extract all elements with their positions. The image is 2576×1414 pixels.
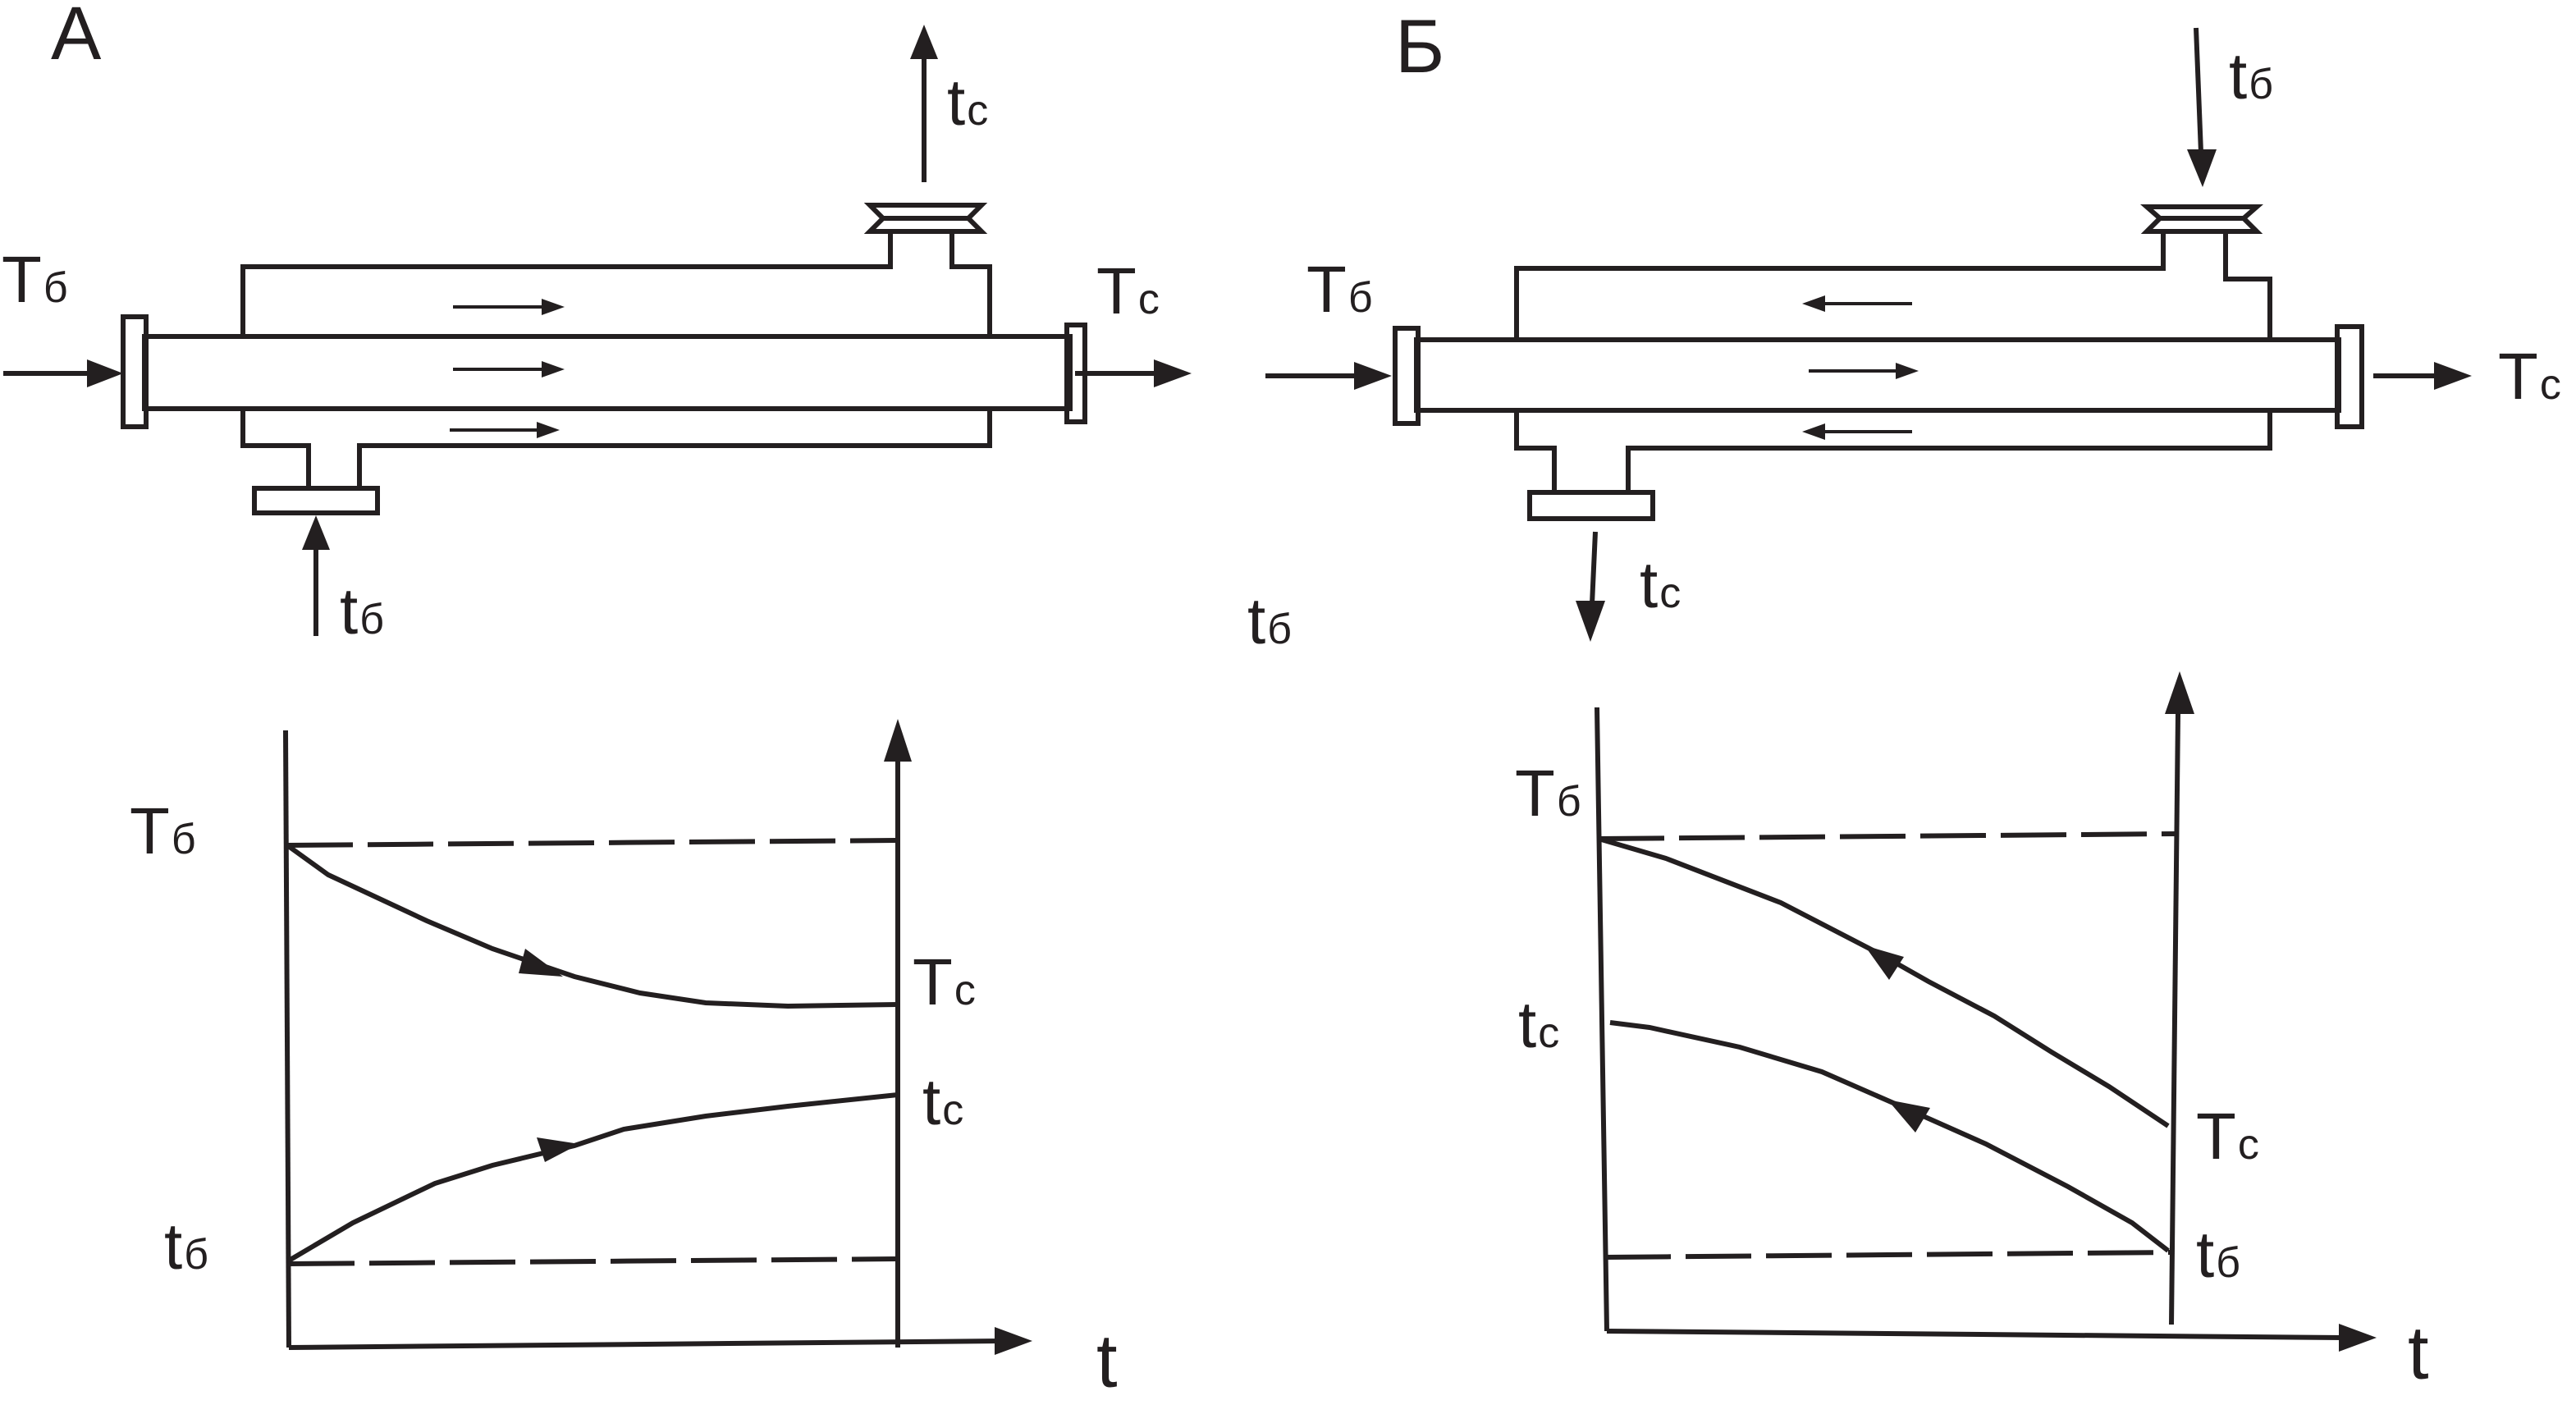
svg-text:tc: tc [1640,548,1681,621]
panel-b-label-stray: tб [1247,584,1292,657]
panel-a-inner-pipe [142,334,1073,411]
svg-text:tб: tб [340,574,384,648]
svg-text:Tc: Tc [1096,254,1160,327]
panel-a-shell-bottom [240,409,992,491]
panel-a-label-hot-out: Tc [1096,254,1160,327]
panel-b-label-hot-out: Tc [2498,340,2561,413]
panel-a-cold-outlet-arrowhead [910,25,938,59]
panel-b-shell-top [1514,229,2272,340]
svg-text:tб: tб [164,1210,208,1283]
panel-a-graph-label-cold-end: tc [922,1065,963,1138]
svg-text:tc: tc [922,1065,963,1138]
panel-a-graph-bottom-dashed-line [288,1256,897,1266]
svg-text:Tc: Tc [2498,340,2561,413]
panel-b-right-flange [2335,324,2364,429]
panel-b-label-hot-in: Tб [1306,253,1373,326]
panel-b-inner-pipe [1414,337,2341,413]
panel-b-graph-right-arrowhead [2165,671,2194,714]
panel-a-graph-x-axis [288,1338,1002,1350]
panel-a-label-cold-out: tc [947,66,988,139]
panel-a-graph-left-axis [283,730,291,1348]
svg-text:Tб: Tб [130,794,196,867]
panel-b-graph-x-axis [1606,1329,2345,1340]
panel-b-hot-curve [1598,836,2170,1128]
panel-a-left-flange [121,314,149,429]
svg-text:Tб: Tб [1306,253,1373,326]
panel-b-graph-label-cold-start: tc [1518,988,1559,1061]
svg-text:Tc: Tc [913,945,976,1018]
panel-a-graph-label-hot-end: Tc [913,945,976,1018]
panel-b-letter: Б [1395,5,1444,89]
panel-b-graph-label-y-top: Tб [1515,757,1581,830]
panel-b-label-cold-out: tc [1640,548,1681,621]
panel-a-graph-label-y-top: Tб [130,794,196,867]
panel-a-graph-right-arrowhead [884,719,912,762]
panel-b-cold-inlet-arrow [2194,27,2203,153]
panel-b-graph-right-axis [2169,713,2180,1325]
panel-b-graph-left-axis [1595,707,1609,1332]
panel-a-bottom-nozzle-flange [252,486,380,515]
panel-b-graph-label-hot-end: Tc [2196,1100,2259,1173]
panel-b-shell-bottom [1514,410,2272,495]
panel-a-cold-inlet-arrowhead [302,515,330,550]
panel-a-label-cold-in: tб [340,574,384,648]
panel-b-graph-x-arrowhead [2339,1324,2377,1352]
panel-a-letter: А [51,0,102,76]
panel-a-flow-arrows [450,299,565,438]
panel-b-graph: Tб tc Tc tб t [1515,671,2429,1395]
panel-b-cold-outlet-arrow [1590,531,1598,605]
panel-a-shell-top [240,229,992,336]
panel-a-graph: Tб tб Tc tc t [130,719,1118,1403]
panel-b-flow-arrows [1802,295,1919,440]
svg-text:tб: tб [2196,1218,2240,1291]
svg-text:tб: tб [2229,39,2273,112]
panel-b-graph-bottom-dashed-line [1604,1250,2172,1260]
panel-b: Б Tб Tc tб [1247,5,2561,1395]
svg-text:Tc: Tc [2196,1100,2259,1173]
panel-a-hot-inlet-arrowhead [87,359,123,387]
panel-a-hot-outlet-arrowhead [1154,359,1192,387]
panel-b-label-cold-in: tб [2229,39,2273,112]
svg-text:tc: tc [947,66,988,139]
svg-text:tб: tб [1247,584,1292,657]
panel-b-cold-curve-arrowhead [1887,1100,1930,1133]
panel-b-cold-curve [1609,1020,2170,1253]
panel-b-graph-x-label: t [2408,1311,2429,1395]
svg-text:tc: tc [1518,988,1559,1061]
svg-text:Tб: Tб [1515,757,1581,830]
panel-b-cold-outlet-arrowhead [1576,601,1605,642]
panel-b-bottom-nozzle-flange [1527,490,1655,521]
panel-a-graph-label-y-bottom: tб [164,1210,208,1283]
panel-a-hot-curve-arrowhead [519,949,563,977]
panel-a-hot-curve [286,843,899,1009]
panel-a-label-hot-in: Tб [2,243,68,316]
panel-b-left-flange [1393,326,1421,426]
svg-text:Tб: Tб [2,243,68,316]
panel-b-graph-top-dashed-line [1598,831,2177,841]
panel-b-cold-inlet-arrowhead [2187,149,2217,187]
panel-a-graph-top-dashed-line [286,838,897,848]
panel-a-graph-x-arrowhead [995,1327,1032,1355]
panel-a-graph-x-label: t [1096,1320,1118,1403]
panel-b-hot-curve-arrowhead [1865,945,1904,980]
panel-a-cold-curve-arrowhead [537,1137,579,1162]
panel-b-hot-outlet-arrowhead [2434,362,2472,390]
panel-b-graph-label-cold-end: tб [2196,1218,2240,1291]
panel-a: А Tб Tc tб [2,0,1192,1403]
panel-b-hot-inlet-arrowhead [1354,362,1392,390]
panel-a-cold-curve [287,1092,899,1263]
